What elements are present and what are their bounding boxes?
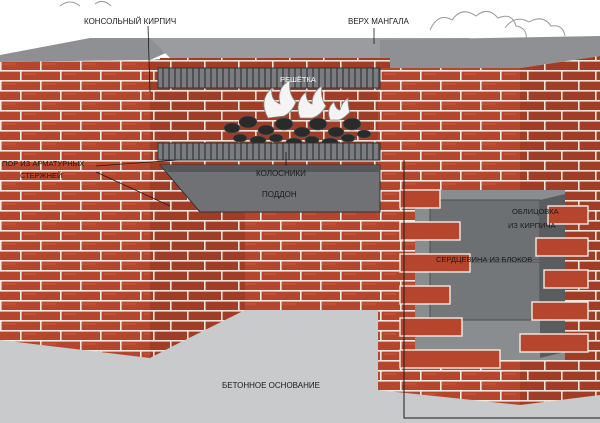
label-grates: КОЛОСНИКИ (256, 169, 306, 178)
label-rebar-line1: ПОР ИЗ АРМАТУРНЫХ (2, 159, 84, 168)
left-pillar-side (150, 58, 175, 358)
top-grill (157, 67, 381, 89)
lower-left-wall (175, 200, 245, 345)
top-slab-right (380, 36, 600, 68)
left-pillar-front (0, 60, 150, 358)
label-facing-line1: ОБЛИЦОВКА (512, 207, 559, 216)
tray-rim (160, 165, 380, 172)
label-core: СЕРДЦЕВИНА ИЗ БЛОКОВ (436, 255, 532, 264)
label-facing-line2: ИЗ КИРПИЧА (508, 221, 556, 230)
label-grill-top: ВЕРХ МАНГАЛА (348, 17, 410, 26)
grates (157, 142, 381, 161)
lower-middle-wall (245, 208, 380, 310)
flames (263, 79, 351, 121)
top-slab-left (0, 38, 200, 62)
leader-lines (95, 25, 375, 207)
label-console-brick: КОНСОЛЬНЫЙ КИРПИЧ (84, 17, 176, 26)
cutaway-bricks (399, 189, 589, 369)
coals (223, 115, 372, 147)
label-rebar-line2: СТЕРЖНЕЙ (20, 171, 62, 180)
label-grill: РЕШЁТКА (280, 75, 316, 84)
cutaway-frame (403, 160, 600, 419)
background-sketch (59, 0, 566, 41)
label-foundation: БЕТОННОЕ ОСНОВАНИЕ (222, 381, 320, 390)
label-tray: ПОДДОН (262, 190, 297, 199)
